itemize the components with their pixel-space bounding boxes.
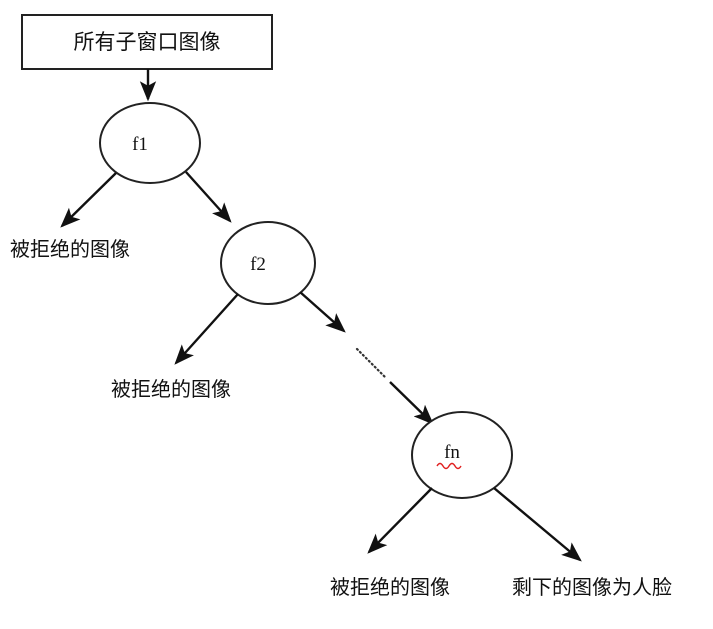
edge-ellipsis-dotted <box>355 347 387 379</box>
edge-f2-to-ellipsis <box>299 291 346 333</box>
outcome-label-rejected-2: 被拒绝的图像 <box>111 377 231 401</box>
stage-label-f1: f1 <box>132 134 148 155</box>
edge-f1-to-rejected <box>60 172 117 228</box>
input-box-label: 所有子窗口图像 <box>74 30 221 54</box>
spellcheck-squiggle-icon <box>436 462 462 470</box>
edge-ellipsis-to-fn <box>389 381 434 425</box>
outcome-label-rejected-3: 被拒绝的图像 <box>330 575 450 599</box>
stage-node-f2 <box>220 221 316 305</box>
edge-fn-to-accepted <box>493 487 582 562</box>
stage-node-f1 <box>99 102 201 184</box>
stage-label-f2: f2 <box>250 254 266 275</box>
outcome-label-accepted: 剩下的图像为人脸 <box>512 575 672 599</box>
outcome-label-rejected-1: 被拒绝的图像 <box>10 237 130 261</box>
stage-node-fn <box>411 411 513 499</box>
edge-f1-to-f2 <box>185 171 232 223</box>
edge-f2-to-rejected <box>174 293 239 365</box>
input-box <box>21 14 273 70</box>
stage-label-fn: fn <box>444 442 460 463</box>
edge-fn-to-rejected <box>367 487 433 554</box>
